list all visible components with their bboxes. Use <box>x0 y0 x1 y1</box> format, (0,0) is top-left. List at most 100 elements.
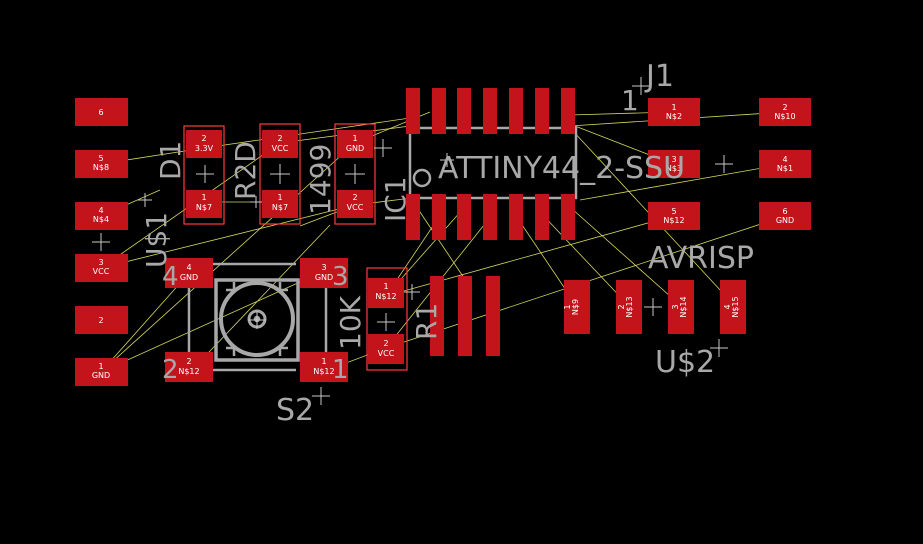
label-s2-pin2: 2 <box>162 355 179 385</box>
airwire <box>100 271 191 373</box>
silkscreen-labels: D1 R2D 1499 IC1 ATTINY44_2-SSU J1 1 U$1 … <box>140 59 754 428</box>
label-10k: 10K <box>334 295 367 350</box>
pad-net: N$4 <box>93 215 109 224</box>
origin-cross <box>632 77 650 95</box>
airwire <box>561 199 681 306</box>
pad-r10k-1[interactable]: 1N$12 <box>368 278 404 308</box>
pad-net: N$2 <box>666 112 682 121</box>
pad-number: 4 <box>782 155 787 164</box>
ic1-lead <box>406 88 420 134</box>
label-j1-pin1: 1 <box>621 84 639 117</box>
pad-d1-1[interactable]: 1N$7 <box>186 190 222 218</box>
airwire <box>579 163 786 201</box>
pad-net: GND <box>92 371 110 380</box>
pad-number: 4 <box>98 206 103 215</box>
pad-us1-2[interactable]: 2 <box>75 306 128 334</box>
pad-number: 2 <box>98 316 103 325</box>
label-s2-pin3: 3 <box>332 262 349 292</box>
pad-us2-3[interactable]: N$143 <box>668 280 694 334</box>
origin-cross <box>710 339 728 357</box>
pad-net: GND <box>315 273 333 282</box>
label-1499: 1499 <box>304 144 337 215</box>
ic1-lead <box>509 194 523 240</box>
pad-number: 1 <box>201 193 206 202</box>
pad-number: 2 <box>383 339 388 348</box>
pad-number: 2 <box>277 134 282 143</box>
pad-j1-5[interactable]: 5N$12 <box>648 202 700 230</box>
ic1-lead <box>535 194 549 240</box>
pad-net: N$12 <box>663 216 684 225</box>
pad-number: 2 <box>782 103 787 112</box>
pad-d1-2[interactable]: 23.3V <box>186 130 222 158</box>
origin-cross <box>374 139 392 157</box>
origin-cross <box>270 164 290 184</box>
pad-number: 5 <box>671 207 676 216</box>
pad-us1-5[interactable]: 5N$8 <box>75 150 128 178</box>
pad-us2-2[interactable]: N$132 <box>616 280 642 334</box>
ic1-lead <box>483 88 497 134</box>
pad-r2d-1[interactable]: 1N$7 <box>262 190 298 218</box>
origin-cross <box>250 196 262 208</box>
pad-net: GND <box>346 144 364 153</box>
pad-us2-1[interactable]: N$91 <box>563 280 590 334</box>
d1-outline <box>183 125 225 225</box>
pad-s2-1[interactable]: 1N$12 <box>300 352 348 382</box>
origin-cross <box>138 193 152 207</box>
ic1-lead <box>509 88 523 134</box>
pad-net: N$9 <box>571 299 580 315</box>
pad-number: 3 <box>671 304 680 309</box>
ic1-lead <box>406 194 420 240</box>
pad-us1-6[interactable]: 6 <box>75 98 128 126</box>
pad-net: N$12 <box>375 292 396 301</box>
pad-number: 2 <box>352 193 357 202</box>
label-r2d: R2D <box>229 141 262 200</box>
pad-net: VCC <box>93 267 110 276</box>
pad-number: 4 <box>186 263 191 272</box>
pad-net: N$3 <box>666 164 682 173</box>
r2d-outline <box>259 123 301 225</box>
ic1-lead <box>457 194 471 240</box>
label-s2-pin4: 4 <box>162 262 179 292</box>
pad-number: 1 <box>277 193 282 202</box>
r1-lead <box>486 276 500 356</box>
pad-net: N$1 <box>777 164 793 173</box>
r1-lead <box>430 276 444 356</box>
pad-us2-4[interactable]: N$154 <box>720 280 746 334</box>
pad-us1-4[interactable]: 4N$4 <box>75 202 128 230</box>
ic1-leads <box>406 88 575 356</box>
label-s2: S2 <box>276 393 314 428</box>
label-s2-pin1: 1 <box>332 355 349 385</box>
pad-j1-1[interactable]: 1N$2 <box>648 98 700 126</box>
origin-cross <box>312 387 330 405</box>
pad-number: 1 <box>383 282 388 291</box>
pad-net: N$8 <box>93 163 109 172</box>
origin-cross <box>715 155 733 173</box>
origin-cross <box>196 165 214 183</box>
origin-cross <box>377 313 395 331</box>
label-avrisp: AVRISP <box>648 241 754 276</box>
airwire <box>100 142 356 373</box>
pad-number: 1 <box>321 357 326 366</box>
pad-number: 4 <box>723 304 732 309</box>
pad-number: 1 <box>98 362 103 371</box>
pad-net: N$15 <box>731 296 740 317</box>
origin-markers <box>92 77 733 405</box>
pad-j1-4[interactable]: 4N$1 <box>759 150 811 178</box>
pad-s2-2[interactable]: 2N$12 <box>165 352 213 382</box>
pad-j1-2[interactable]: 2N$10 <box>759 98 811 126</box>
pad-j1-3[interactable]: 3N$3 <box>648 150 700 178</box>
pad-number: 2 <box>201 134 206 143</box>
pad-net: GND <box>180 273 198 282</box>
pad-net: N$14 <box>679 296 688 317</box>
